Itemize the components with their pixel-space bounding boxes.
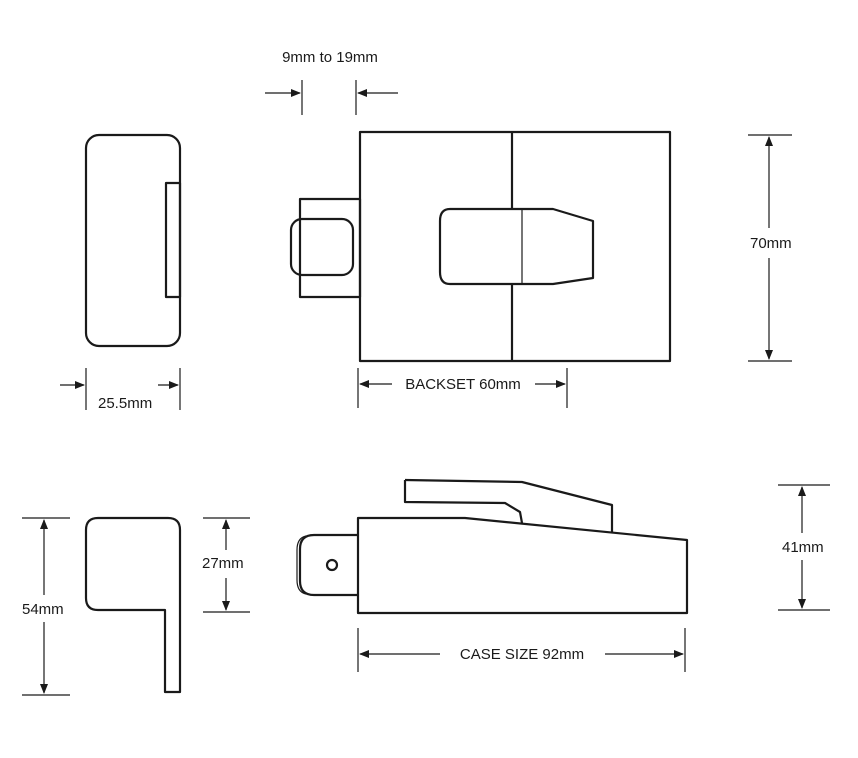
dim-label-side-depth: 25.5mm: [98, 395, 152, 412]
dim-label-backset: BACKSET 60mm: [405, 376, 521, 393]
dim-label-case-depth: 41mm: [782, 539, 824, 556]
dim-54mm: 54mm: [22, 517, 70, 696]
dim-label-height: 70mm: [750, 235, 792, 252]
dim-70mm: 70mm: [748, 134, 792, 362]
edge-view: [84, 133, 182, 348]
dim-label-flange-depth: 27mm: [202, 555, 244, 572]
dim-25-5mm: 25.5mm: [60, 368, 181, 412]
dim-bolt-projection: 9mm to 19mm: [265, 49, 398, 115]
dim-case-size: CASE SIZE 92mm: [357, 628, 686, 672]
dim-27mm: 27mm: [202, 517, 250, 613]
dim-backset: BACKSET 60mm: [357, 368, 568, 408]
dim-label-bolt-projection: 9mm to 19mm: [282, 49, 378, 66]
dim-41mm: 41mm: [778, 484, 830, 611]
front-view: [289, 130, 672, 363]
dim-label-overall-depth: 54mm: [22, 601, 64, 618]
profile-view: [84, 516, 182, 694]
side-view: [296, 478, 689, 615]
dim-label-case-size: CASE SIZE 92mm: [460, 646, 584, 663]
